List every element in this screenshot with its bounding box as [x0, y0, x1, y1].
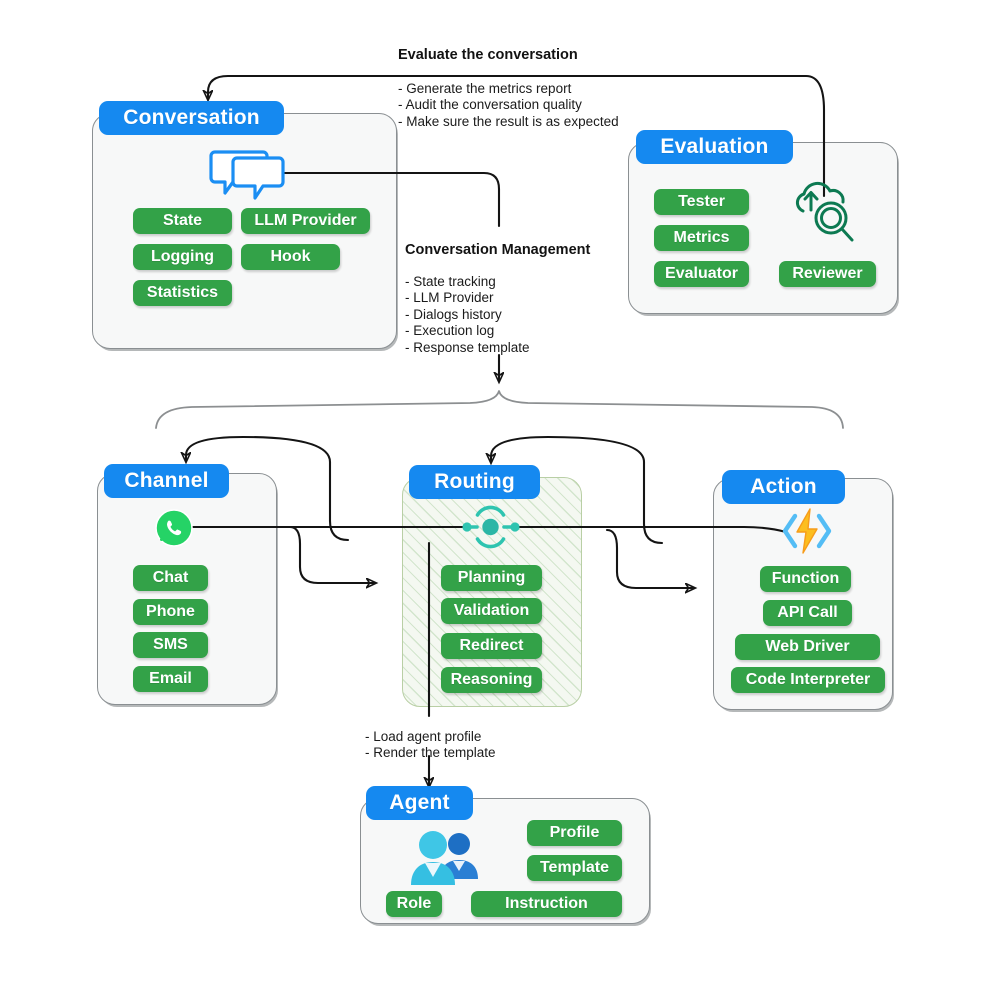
- pill-evaluator[interactable]: Evaluator: [654, 261, 749, 287]
- pill-logging[interactable]: Logging: [133, 244, 232, 270]
- note-conversation-management-items: - State tracking - LLM Provider - Dialog…: [405, 274, 530, 355]
- routing-title-chip[interactable]: Routing: [409, 465, 540, 499]
- pill-function[interactable]: Function: [760, 566, 851, 592]
- pill-api-call[interactable]: API Call: [763, 600, 852, 626]
- pill-reasoning[interactable]: Reasoning: [441, 667, 542, 693]
- wire-brace-to-channel: [186, 435, 245, 461]
- brace-top: [155, 390, 844, 429]
- pill-tester[interactable]: Tester: [654, 189, 749, 215]
- pill-profile[interactable]: Profile: [527, 820, 622, 846]
- channel-title-chip[interactable]: Channel: [104, 464, 229, 498]
- pill-validation[interactable]: Validation: [441, 598, 542, 624]
- lightning-code-icon: [779, 506, 835, 556]
- conversation-title-chip[interactable]: Conversation: [99, 101, 284, 135]
- evaluation-title-chip[interactable]: Evaluation: [636, 130, 793, 164]
- pill-template[interactable]: Template: [527, 855, 622, 881]
- pill-llm-provider[interactable]: LLM Provider: [241, 208, 370, 234]
- pill-instruction[interactable]: Instruction: [471, 891, 622, 917]
- pill-phone[interactable]: Phone: [133, 599, 208, 625]
- cloud-magnifier-icon: [793, 181, 859, 245]
- pill-statistics[interactable]: Statistics: [133, 280, 232, 306]
- pill-web-driver[interactable]: Web Driver: [735, 634, 880, 660]
- agent-title-chip[interactable]: Agent: [366, 786, 473, 820]
- pill-reviewer[interactable]: Reviewer: [779, 261, 876, 287]
- chat-bubbles-icon: [209, 148, 285, 200]
- note-agent-items: - Load agent profile - Render the templa…: [365, 729, 496, 761]
- note-conversation-management-title: Conversation Management: [405, 242, 591, 258]
- pill-planning[interactable]: Planning: [441, 565, 542, 591]
- pill-sms[interactable]: SMS: [133, 632, 208, 658]
- wire-routing-to-action-arrow: [605, 528, 694, 588]
- note-evaluate-items: - Generate the metrics report - Audit th…: [398, 81, 619, 129]
- note-evaluate-title: Evaluate the conversation: [398, 47, 578, 63]
- people-icon: [409, 827, 481, 887]
- pill-email[interactable]: Email: [133, 666, 208, 692]
- routing-node-icon: [459, 502, 525, 552]
- action-title-chip[interactable]: Action: [722, 470, 845, 504]
- pill-state[interactable]: State: [133, 208, 232, 234]
- pill-role[interactable]: Role: [386, 891, 442, 917]
- wire-channel-to-routing-arrow: [288, 525, 375, 583]
- pill-hook[interactable]: Hook: [241, 244, 340, 270]
- pill-code-interpreter[interactable]: Code Interpreter: [731, 667, 885, 693]
- whatsapp-icon: [155, 509, 193, 547]
- wire-brace-to-routing: [491, 435, 550, 462]
- pill-metrics[interactable]: Metrics: [654, 225, 749, 251]
- pill-redirect[interactable]: Redirect: [441, 633, 542, 659]
- pill-chat[interactable]: Chat: [133, 565, 208, 591]
